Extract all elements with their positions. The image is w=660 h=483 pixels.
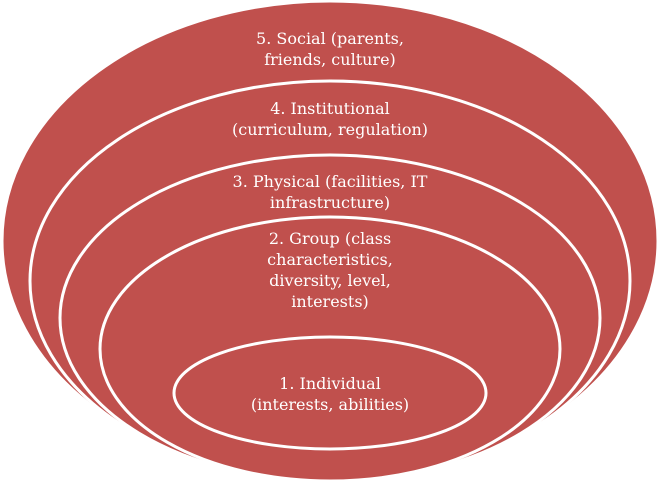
layer-3-line-2: infrastructure) (269, 193, 391, 212)
layer-5-line-2: friends, culture) (264, 50, 396, 69)
layer-1-line-1: 1. Individual (279, 374, 381, 393)
layer-3-line-1: 3. Physical (facilities, IT (232, 172, 428, 191)
layer-1-individual-label: 1. Individual (interests, abilities) (180, 373, 480, 415)
ellipse-level-1-individual (172, 335, 488, 451)
layer-1-line-2: (interests, abilities) (250, 395, 410, 414)
layer-2-line-3: diversity, level, (269, 271, 391, 290)
layer-2-group-label: 2. Group (class characteristics, diversi… (180, 228, 480, 312)
layer-2-line-4: interests) (291, 292, 369, 311)
layer-4-line-2: (curriculum, regulation) (232, 120, 428, 139)
layer-5-social-label: 5. Social (parents, friends, culture) (180, 28, 480, 70)
layer-4-institutional-label: 4. Institutional (curriculum, regulation… (180, 98, 480, 140)
layer-2-line-2: characteristics, (267, 250, 393, 269)
layer-3-physical-label: 3. Physical (facilities, IT infrastructu… (180, 171, 480, 213)
layer-2-line-1: 2. Group (class (268, 229, 392, 248)
layer-4-line-1: 4. Institutional (270, 99, 390, 118)
layer-5-line-1: 5. Social (parents, (256, 29, 404, 48)
